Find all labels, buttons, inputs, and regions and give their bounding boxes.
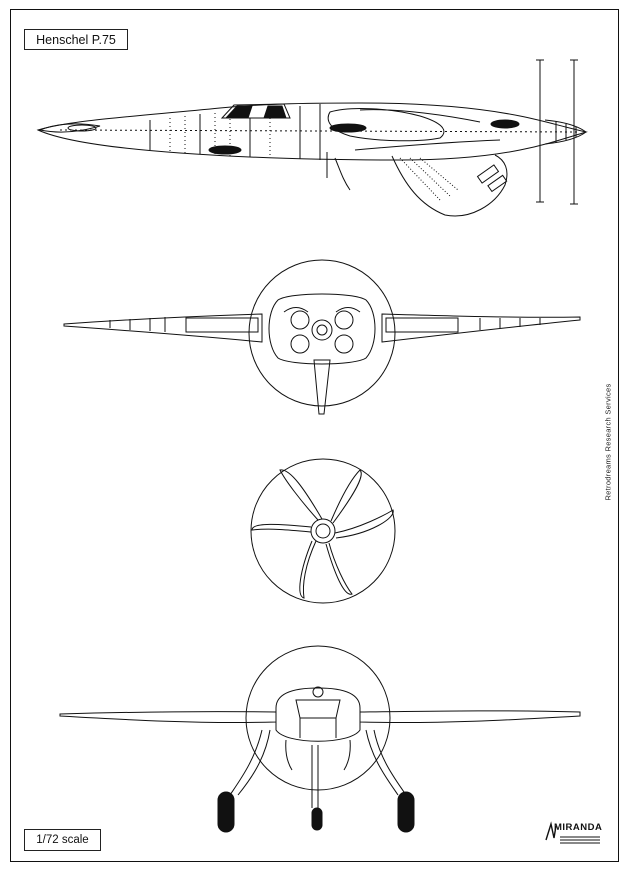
- side-view: [36, 59, 588, 217]
- propeller-blade-4: [325, 542, 353, 595]
- front-wing: [59, 711, 277, 724]
- rear-prop-disc: [248, 259, 396, 407]
- propeller-blade-6: [251, 523, 312, 533]
- propeller-blade-3: [334, 509, 394, 539]
- right-wheel: [397, 791, 415, 833]
- scale-label: 1/72 scale: [36, 834, 89, 846]
- scale-box: 1/72 scale: [24, 829, 101, 851]
- fuselage-side-outline: [36, 102, 588, 161]
- rear-fin: [313, 359, 331, 415]
- artist-signature: MIRANDA: [542, 820, 604, 846]
- drawing-title: Henschel P.75: [36, 32, 116, 47]
- signature-mark: [545, 821, 600, 844]
- propeller-blade-5: [299, 540, 317, 599]
- ventral-radiator: [391, 154, 508, 217]
- front-view: [59, 645, 581, 833]
- tail-fin: [38, 123, 101, 133]
- tail-wheel: [311, 807, 323, 831]
- propeller-disc: [250, 458, 396, 604]
- propeller-blade-1: [279, 469, 323, 521]
- rear-view: [63, 259, 581, 415]
- propeller-blade-2: [330, 469, 362, 524]
- propeller-view: [250, 458, 396, 604]
- drawing-title-box: Henschel P.75: [24, 29, 128, 50]
- signature-text: MIRANDA: [554, 822, 603, 833]
- rear-wing: [63, 313, 263, 343]
- left-wheel: [217, 791, 235, 833]
